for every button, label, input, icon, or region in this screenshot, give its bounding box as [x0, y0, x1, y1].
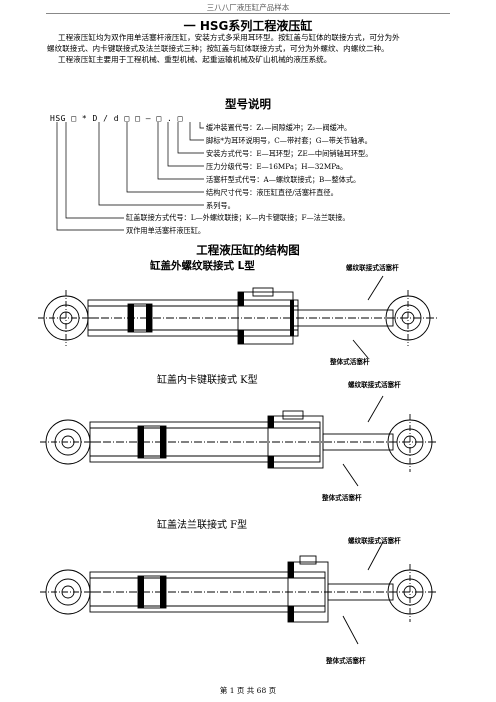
intro-paragraph-line-2: 螺纹联接式、内卡键联接式及法兰联接式三种；按缸盖与缸体联接方式，可分为外螺纹、内…	[47, 44, 389, 53]
legend-item-rod-type: 活塞杆型式代号：A—螺纹联接式；B—整体式。	[206, 175, 361, 184]
page-footer: 第 1 页 共 68 页	[219, 686, 277, 695]
legend-item-ear-ring: 脚标*为耳环说明号，C—带衬套；G—带关节轴承。	[206, 136, 372, 145]
figure-1-caption: 缸盖外螺纹联接式 L型	[150, 260, 255, 272]
figure-2-callout-integral-rod: 整体式活塞杆	[322, 494, 362, 502]
figure-3-callout-integral-rod: 整体式活塞杆	[326, 657, 366, 665]
legend-item-head-connection: 缸盖联接方式代号：L—外螺纹联接；K—内卡键联接；F—法兰联接。	[126, 213, 350, 222]
legend-item-buffer: 缓冲装置代号：Z₁—间隙缓冲；Z₂—阀缓冲。	[206, 123, 352, 132]
model-code: HSG □ * D / d □ □ — □ . □	[50, 114, 183, 123]
legend-item-mounting: 安装方式代号：E—耳环型；ZE—中间销轴耳环型。	[206, 149, 373, 158]
legend-item-cylinder-type: 双作用单活塞杆液压缸。	[126, 226, 206, 235]
figure-2-caption: 缸盖内卡键联接式 K型	[157, 375, 258, 386]
page-header: 三八八厂液压缸产品样本	[206, 3, 290, 12]
cylinder-drawing-f-type	[40, 541, 438, 645]
header-divider	[46, 13, 450, 14]
cylinder-drawing-k-type	[40, 395, 438, 487]
document-title: 一 HSG系列工程液压缸	[183, 19, 313, 33]
cylinder-drawing-l-type	[38, 275, 438, 359]
figure-3-caption: 缸盖法兰联接式 F型	[157, 520, 248, 531]
intro-paragraph-line-3: 工程液压缸主要用于工程机械、重型机械、起重运输机械及矿山机械的液压系统。	[58, 55, 332, 64]
figure-1-callout-threaded-rod: 螺纹联接式活塞杆	[346, 264, 399, 272]
figure-1-callout-integral-rod: 整体式活塞杆	[330, 358, 370, 366]
structure-section-heading: 工程液压缸的结构图	[196, 243, 300, 257]
legend-item-pressure: 压力分级代号：E—16MPa；H—32MPa。	[206, 162, 348, 171]
model-section-heading: 型号说明	[225, 97, 271, 111]
figure-3-callout-threaded-rod: 螺纹联接式活塞杆	[348, 537, 401, 545]
legend-item-size: 结构尺寸代号：液压缸直径/活塞杆直径。	[206, 188, 338, 197]
legend-item-series: 系列号。	[206, 201, 235, 210]
figure-2-callout-threaded-rod: 螺纹联接式活塞杆	[348, 381, 401, 389]
intro-paragraph-line-1: 工程液压缸均为双作用单活塞杆液压缸，安装方式多采用耳环型。按缸盖与缸体的联接方式…	[58, 33, 400, 42]
